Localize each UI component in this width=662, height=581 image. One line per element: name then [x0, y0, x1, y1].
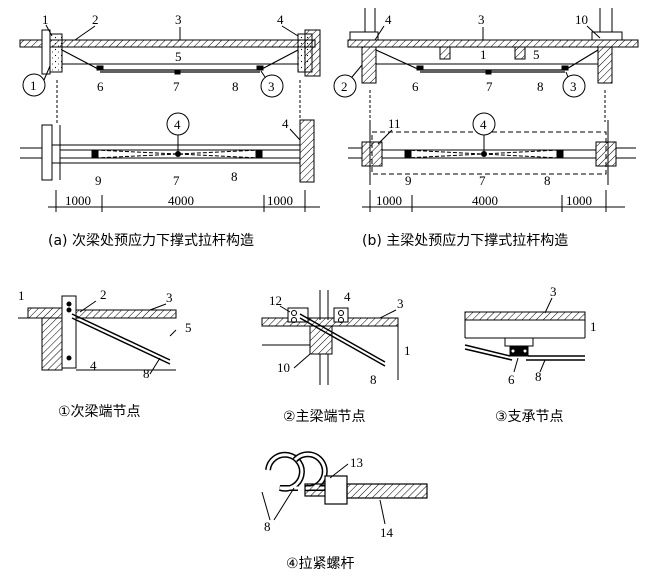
dim-a-1: 1000: [65, 193, 91, 208]
label-d4-14: 14: [380, 525, 394, 540]
panel-b-elevation: [347, 8, 639, 122]
label-d2-10: 10: [277, 360, 290, 375]
dim-b-3: 1000: [566, 193, 592, 208]
caption-b: (b) 主梁处预应力下撑式拉杆构造: [362, 232, 568, 249]
label-d2-8: 8: [370, 372, 377, 387]
label-b-plan-9: 9: [405, 173, 412, 188]
label-a-8: 8: [232, 79, 239, 94]
label-a-plan-7: 7: [173, 173, 180, 188]
label-a-6: 6: [97, 79, 104, 94]
detail-3-support-node: [464, 311, 586, 361]
label-b-plan-7: 7: [479, 173, 486, 188]
label-d3-8: 8: [535, 369, 542, 384]
label-a-4: 4: [277, 12, 284, 27]
dimension-line-a: [48, 190, 320, 212]
caption-d4: ④拉紧螺杆: [286, 556, 355, 572]
label-d3-1: 1: [590, 319, 597, 334]
label-d2-3: 3: [397, 296, 404, 311]
label-a-1: 1: [42, 12, 49, 27]
circle-marker-4b-num: 4: [480, 117, 487, 132]
label-d2-1: 1: [404, 343, 411, 358]
circle-marker-1: [22, 73, 46, 97]
circle-marker-2: [333, 74, 357, 98]
circle-marker-3a: [260, 74, 284, 98]
label-d1-8: 8: [143, 366, 150, 381]
caption-d3: ③支承节点: [495, 409, 564, 425]
dim-b-1: 1000: [376, 193, 402, 208]
label-d4-13: 13: [350, 455, 363, 470]
label-b-7: 7: [486, 79, 493, 94]
circle-marker-3b: [562, 74, 586, 98]
detail-4-tensioning-bolt: [265, 451, 428, 505]
label-a-2: 2: [92, 12, 99, 27]
label-b-5: 5: [533, 47, 540, 62]
detail-1-secondary-beam-end: [18, 295, 177, 371]
label-d4-8: 8: [264, 519, 271, 534]
circle-marker-4a-num: 4: [174, 117, 181, 132]
dim-b-2: 4000: [472, 193, 498, 208]
label-a-3: 3: [175, 12, 182, 27]
dim-a-2: 4000: [168, 193, 194, 208]
label-d1-1: 1: [18, 288, 25, 303]
label-d2-12: 12: [269, 293, 282, 308]
label-b-plan-8: 8: [544, 173, 551, 188]
label-d2-4: 4: [344, 289, 351, 304]
label-d3-3: 3: [550, 284, 557, 299]
label-d1-3: 3: [166, 290, 173, 305]
label-b-plan-11: 11: [388, 116, 401, 131]
label-b-3: 3: [478, 12, 485, 27]
dim-a-3: 1000: [267, 193, 293, 208]
label-b-10: 10: [575, 12, 588, 27]
caption-d1: ①次梁端节点: [58, 404, 141, 420]
circle-marker-1-num: 1: [30, 78, 37, 93]
circle-marker-3b-num: 3: [570, 79, 577, 94]
label-d3-6: 6: [508, 372, 515, 387]
label-a-plan-4: 4: [282, 116, 289, 131]
panel-a-elevation: [19, 29, 321, 125]
label-a-7: 7: [173, 79, 180, 94]
label-b-4: 4: [385, 12, 392, 27]
label-b-6: 6: [412, 79, 419, 94]
label-d1-4: 4: [90, 358, 97, 373]
panel-a-plan: [20, 119, 315, 183]
label-b-8: 8: [537, 79, 544, 94]
circle-marker-3a-num: 3: [268, 79, 275, 94]
label-d1-2: 2: [100, 287, 107, 302]
caption-d2: ②主梁端节点: [283, 409, 366, 425]
label-b-1: 1: [480, 47, 487, 62]
label-a-plan-9: 9: [95, 173, 102, 188]
dimension-line-b: [362, 190, 625, 212]
label-a-5: 5: [175, 49, 182, 64]
label-a-plan-8: 8: [231, 169, 238, 184]
caption-a: (a) 次梁处预应力下撑式拉杆构造: [48, 232, 254, 249]
circle-marker-2-num: 2: [341, 79, 348, 94]
detail-2-main-beam-end: [261, 290, 399, 385]
label-d1-5: 5: [185, 320, 192, 335]
